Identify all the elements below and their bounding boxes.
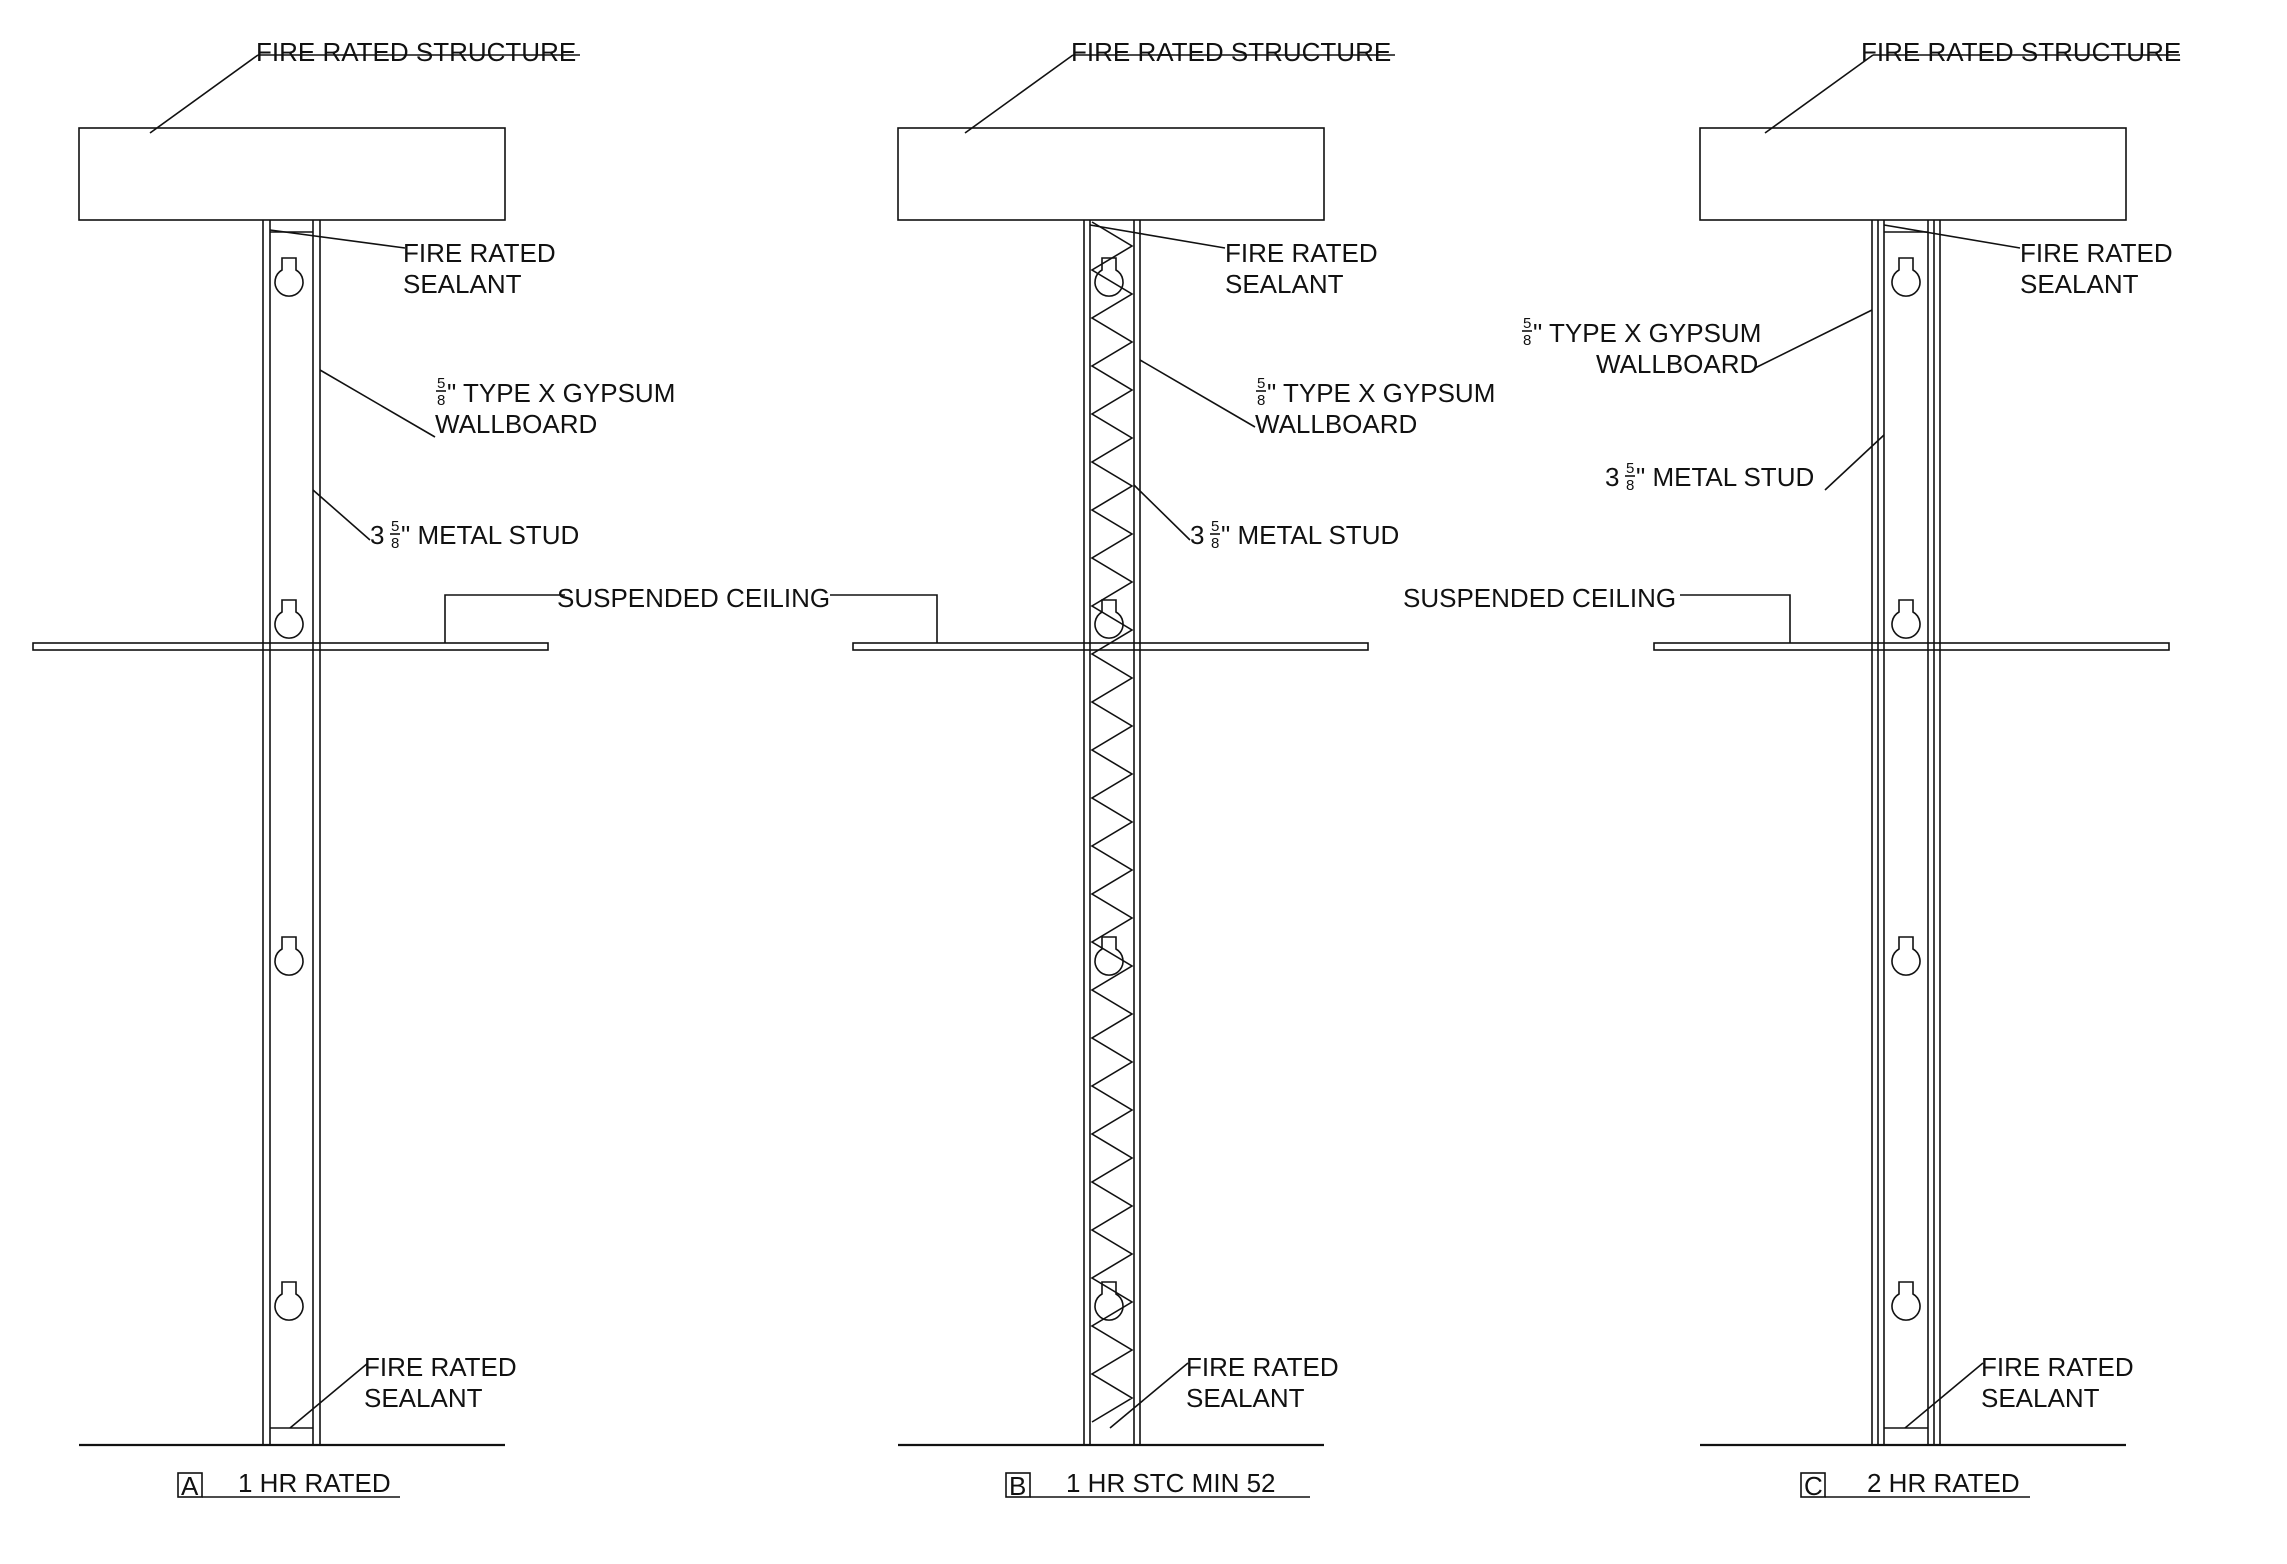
- label-sealant-top-line1: FIRE RATED: [2020, 238, 2173, 268]
- label-sealant-top-line2: SEALANT: [2020, 269, 2139, 299]
- label-fire-rated-structure: FIRE RATED STRUCTURE: [1861, 37, 2181, 67]
- label-metal-stud: " METAL STUD: [1636, 462, 1814, 492]
- label-gypsum-line2: WALLBOARD: [1255, 409, 1417, 439]
- label-sealant-top-line2: SEALANT: [1225, 269, 1344, 299]
- section-title: 1 HR RATED: [238, 1468, 391, 1498]
- fire-rated-structure-slab: [78, 127, 506, 221]
- label-gypsum-line2: WALLBOARD: [1596, 349, 1758, 379]
- label-gypsum-frac-den: 8: [437, 392, 445, 409]
- fire-rated-structure-slab: [1699, 127, 2127, 221]
- section-tag-box: [1800, 1472, 1826, 1498]
- fire-rated-structure-slab: [897, 127, 1325, 221]
- label-fire-rated-structure: FIRE RATED STRUCTURE: [1071, 37, 1391, 67]
- section-tag-letter: B: [1009, 1471, 1026, 1501]
- stud-knockout: [1094, 1281, 1124, 1321]
- label-gypsum-line1: " TYPE X GYPSUM: [447, 378, 675, 408]
- label-metal-stud: " METAL STUD: [1221, 520, 1399, 550]
- section-title: 1 HR STC MIN 52: [1066, 1468, 1276, 1498]
- suspended-ceiling: [1653, 642, 2170, 651]
- label-gypsum-line1: " TYPE X GYPSUM: [1533, 318, 1761, 348]
- label-stud-frac-den: 8: [1626, 477, 1634, 494]
- label-suspended-ceiling: SUSPENDED CEILING: [557, 583, 830, 613]
- label-sealant-bottom-line1: FIRE RATED: [1186, 1352, 1339, 1382]
- label-suspended-ceiling: SUSPENDED CEILING: [1403, 583, 1676, 613]
- label-sealant-bottom-line1: FIRE RATED: [1981, 1352, 2134, 1382]
- label-stud-frac-num: 5: [1211, 518, 1219, 535]
- label-sealant-bottom-line1: FIRE RATED: [364, 1352, 517, 1382]
- label-sealant-top-line1: FIRE RATED: [1225, 238, 1378, 268]
- label-gypsum-frac-num: 5: [1523, 315, 1531, 332]
- label-stud-frac-den: 8: [1211, 535, 1219, 552]
- label-stud-frac-den: 8: [391, 535, 399, 552]
- label-sealant-bottom-line2: SEALANT: [364, 1383, 483, 1413]
- label-gypsum-frac-num: 5: [437, 375, 445, 392]
- section-a: FIRE RATED STRUCTURE FIRE RATED SEALANT …: [32, 37, 830, 1501]
- stud-knockout: [1094, 599, 1124, 639]
- label-stud-frac-num: 5: [1626, 460, 1634, 477]
- label-stud-frac-num: 5: [391, 518, 399, 535]
- label-sealant-top-line1: FIRE RATED: [403, 238, 556, 268]
- stud-knockout: [1891, 599, 1921, 639]
- label-stud-whole: 3: [370, 520, 384, 550]
- section-b: FIRE RATED STRUCTURE FIRE RATED SEALANT …: [830, 37, 1495, 1501]
- label-gypsum-frac-den: 8: [1523, 332, 1531, 349]
- section-tag-letter: C: [1804, 1471, 1823, 1501]
- section-tag-box: [1005, 1472, 1031, 1498]
- label-gypsum-frac-num: 5: [1257, 375, 1265, 392]
- section-c: FIRE RATED STRUCTURE FIRE RATED SEALANT …: [1403, 37, 2181, 1501]
- section-tag-letter: A: [181, 1471, 199, 1501]
- stud-knockout: [1891, 257, 1921, 297]
- section-tag-box: [177, 1472, 203, 1498]
- label-gypsum-line1: " TYPE X GYPSUM: [1267, 378, 1495, 408]
- label-sealant-bottom-line2: SEALANT: [1981, 1383, 2100, 1413]
- stud-knockout: [274, 599, 304, 639]
- label-sealant-top-line2: SEALANT: [403, 269, 522, 299]
- label-stud-whole: 3: [1190, 520, 1204, 550]
- stud-knockout: [1094, 257, 1124, 297]
- label-gypsum-line2: WALLBOARD: [435, 409, 597, 439]
- stud-knockout: [274, 936, 304, 976]
- stud-knockout: [1094, 936, 1124, 976]
- stud-knockout: [1891, 1281, 1921, 1321]
- label-sealant-bottom-line2: SEALANT: [1186, 1383, 1305, 1413]
- suspended-ceiling: [32, 642, 549, 651]
- stud-knockout: [274, 257, 304, 297]
- stud-knockout: [274, 1281, 304, 1321]
- stud-knockout: [1891, 936, 1921, 976]
- label-metal-stud: " METAL STUD: [401, 520, 579, 550]
- batt-insulation: [1090, 221, 1134, 1423]
- suspended-ceiling: [852, 642, 1369, 651]
- section-title: 2 HR RATED: [1867, 1468, 2020, 1498]
- label-fire-rated-structure: FIRE RATED STRUCTURE: [256, 37, 576, 67]
- label-stud-whole: 3: [1605, 462, 1619, 492]
- label-gypsum-frac-den: 8: [1257, 392, 1265, 409]
